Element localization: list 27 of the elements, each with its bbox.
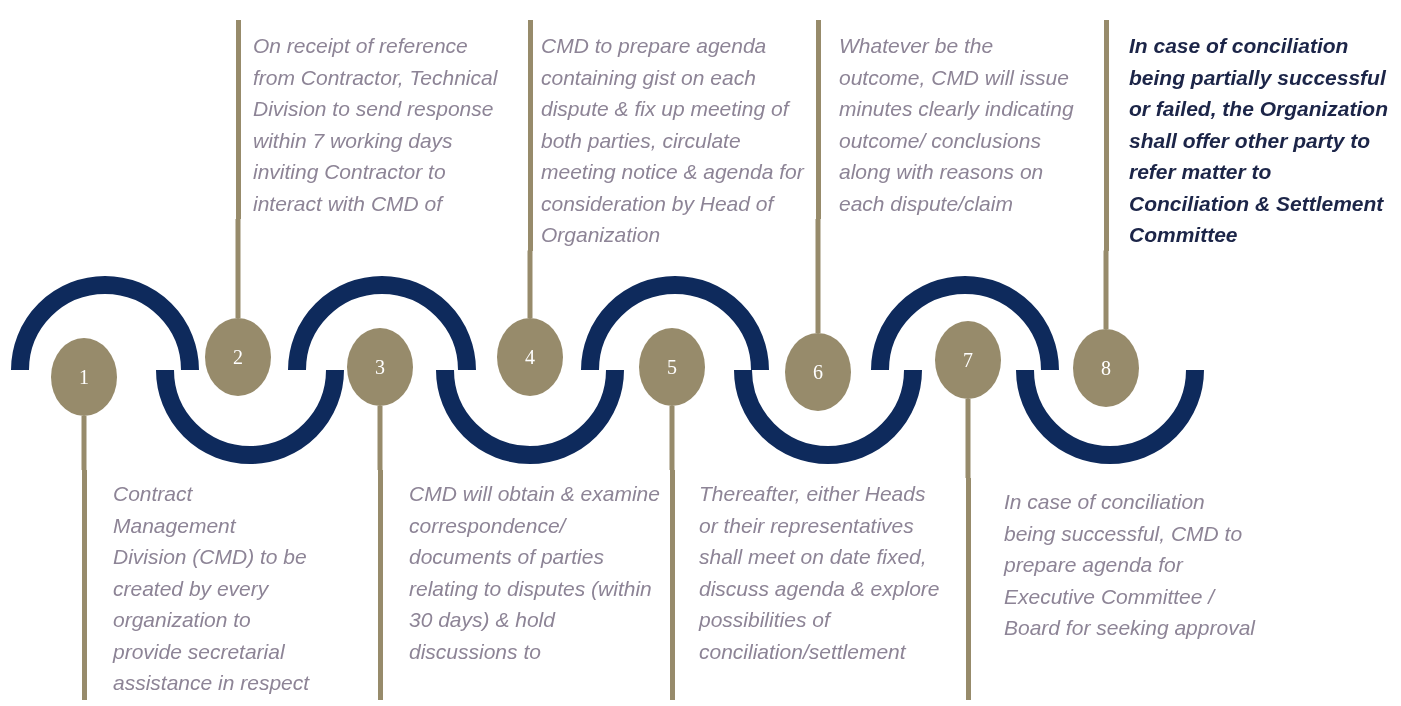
leader-line (377, 406, 383, 470)
text-panel (82, 470, 312, 700)
text-panel (816, 20, 1076, 219)
step-number-circle: 3 (347, 328, 413, 406)
leader-line (235, 219, 241, 318)
step-description: In case of conciliation being partially successful or failed, the Organization shall offer other party to refer matter to Conciliation & Settlement Committee (1129, 33, 1390, 248)
step-description: CMD will obtain & examine correspondence/ documents of parties relating to disputes (within 30 days) & hold discussions to (409, 481, 661, 665)
step-number-circle: 1 (51, 338, 117, 416)
leader-line (1103, 250, 1109, 329)
step-description: On receipt of reference from Contractor, Technical Division to send response within 7 working days inviting Contractor to interact with CMD of (253, 33, 499, 217)
step-number-circle: 6 (785, 333, 851, 411)
step-number-circle: 5 (639, 328, 705, 406)
step-description: In case of conciliation being successful, CMD to prepare agenda for Executive Committee / Board for seeking approval (1004, 489, 1256, 641)
leader-line (527, 250, 533, 318)
step-number-circle: 7 (935, 321, 1001, 399)
leader-line (965, 399, 971, 478)
step-description: Whatever be the outcome, CMD will issue minutes clearly indicating outcome/ conclusions along with reasons on each dispute/claim (839, 33, 1075, 217)
step-number-circle: 8 (1073, 329, 1139, 407)
leader-line (669, 406, 675, 470)
step-number-circle: 4 (497, 318, 563, 396)
step-description: Contract Management Division (CMD) to be created by every organization to provide secretarial assistance in respect (113, 481, 311, 696)
text-panel (966, 478, 1256, 700)
step-description: CMD to prepare agenda containing gist on each dispute & fix up meeting of both parties, circulate meeting notice & agenda for consideration by Head of Organization (541, 33, 806, 248)
step-description: Thereafter, either Heads or their representatives shall meet on date fixed, discuss agenda & explore possibilities of conciliation/settlement (699, 481, 941, 665)
step-number-circle: 2 (205, 318, 271, 396)
leader-line (815, 219, 821, 333)
leader-line (81, 416, 87, 470)
